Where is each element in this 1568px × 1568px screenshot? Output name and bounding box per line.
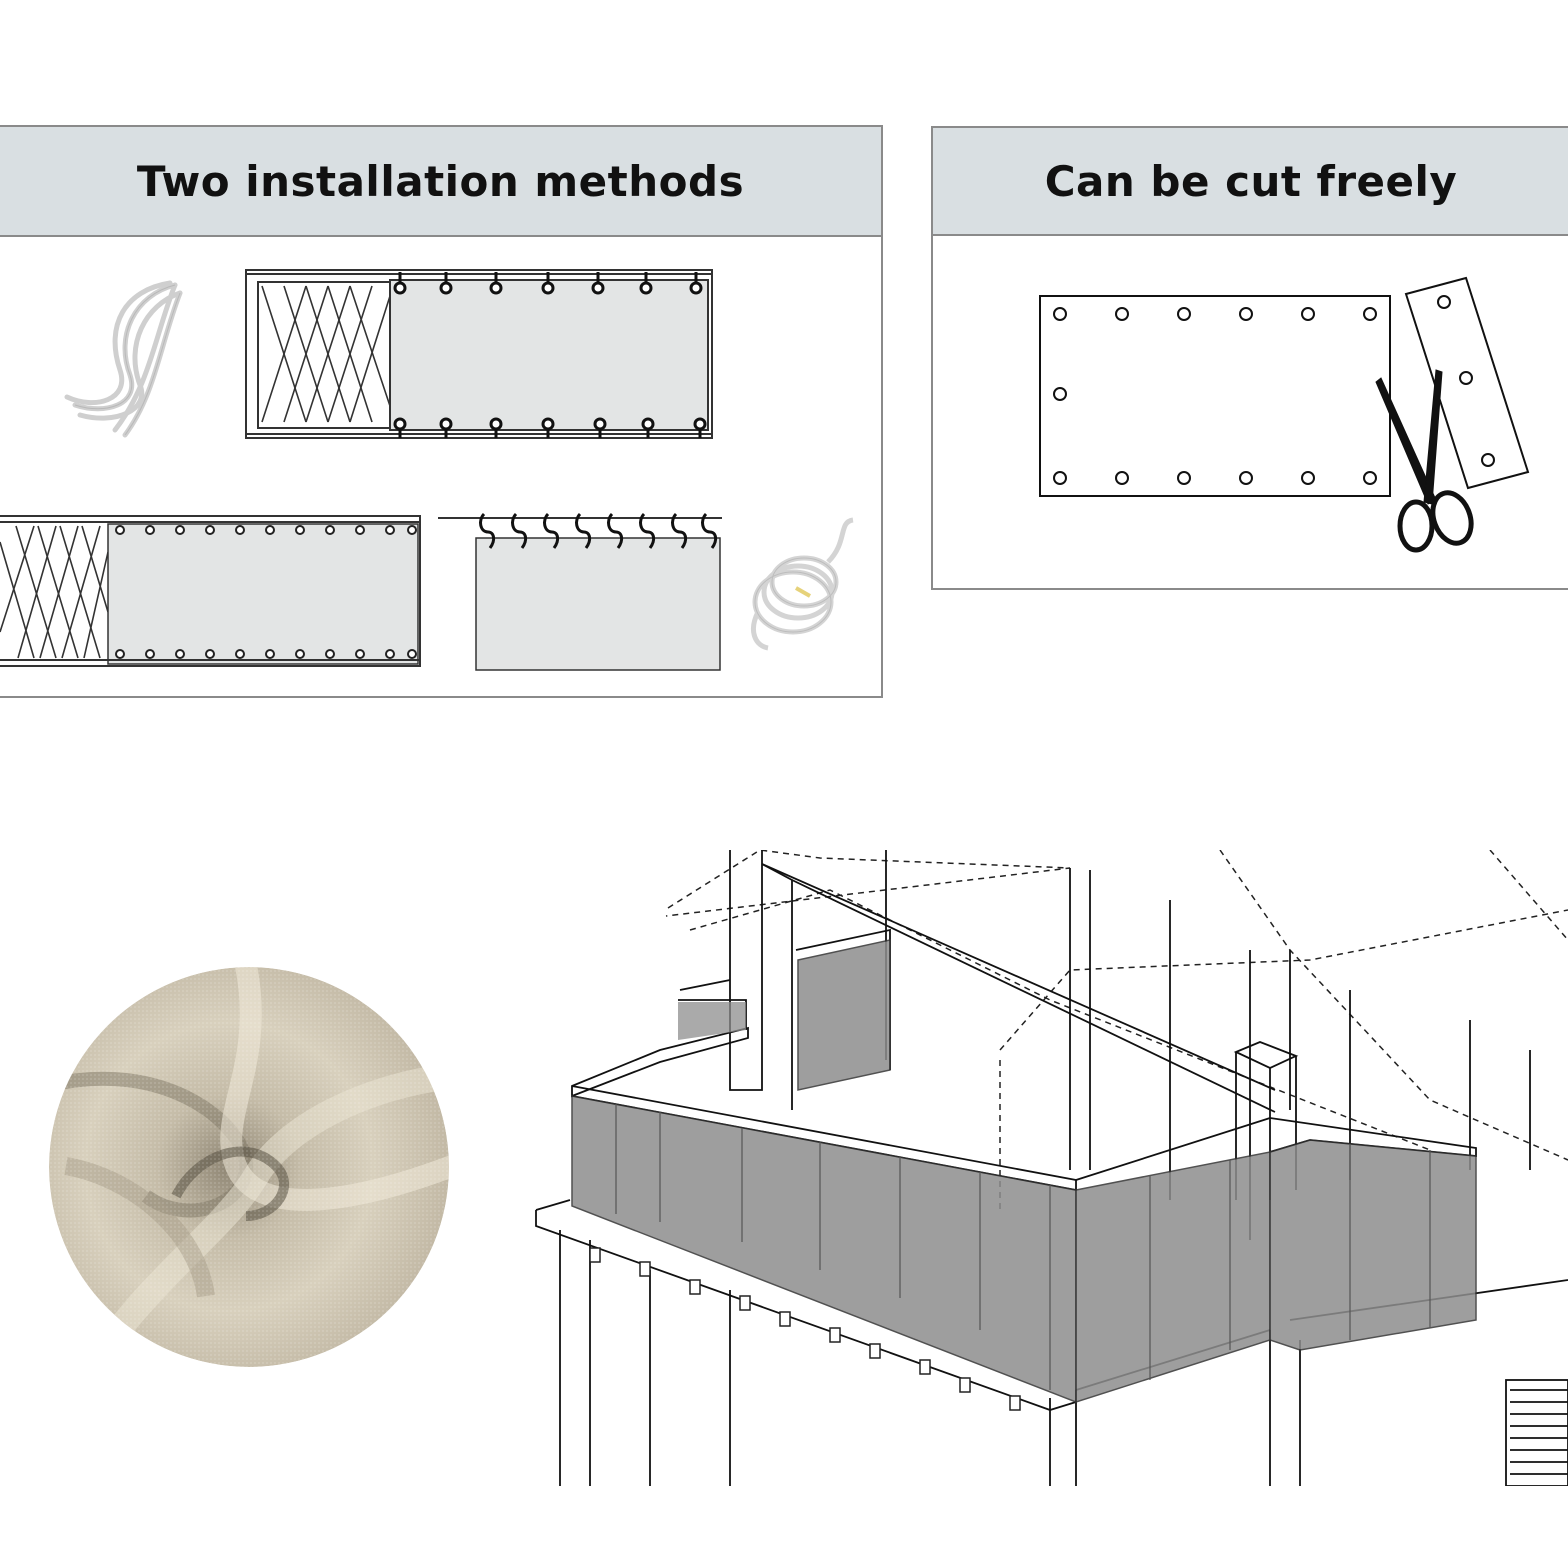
railing-rope-diagram	[0, 515, 421, 667]
balcony-installation-drawing	[535, 850, 1568, 1486]
hanging-hooks-diagram	[438, 512, 722, 671]
installation-methods-header: Two installation methods	[0, 127, 881, 237]
cut-piece	[1404, 276, 1530, 490]
installation-methods-title: Two installation methods	[136, 156, 745, 206]
balcony-screen	[571, 939, 1477, 1404]
rope-coil-icon	[751, 517, 854, 651]
fabric-swatch-image	[49, 967, 449, 1367]
cable-ties-icon	[64, 280, 183, 438]
cut-freely-diagram	[1039, 276, 1530, 553]
cut-freely-header: Can be cut freely	[933, 128, 1568, 236]
railing-cable-tie-diagram	[245, 269, 713, 439]
cut-freely-title: Can be cut freely	[1044, 156, 1458, 206]
scissors-icon	[1375, 369, 1474, 553]
